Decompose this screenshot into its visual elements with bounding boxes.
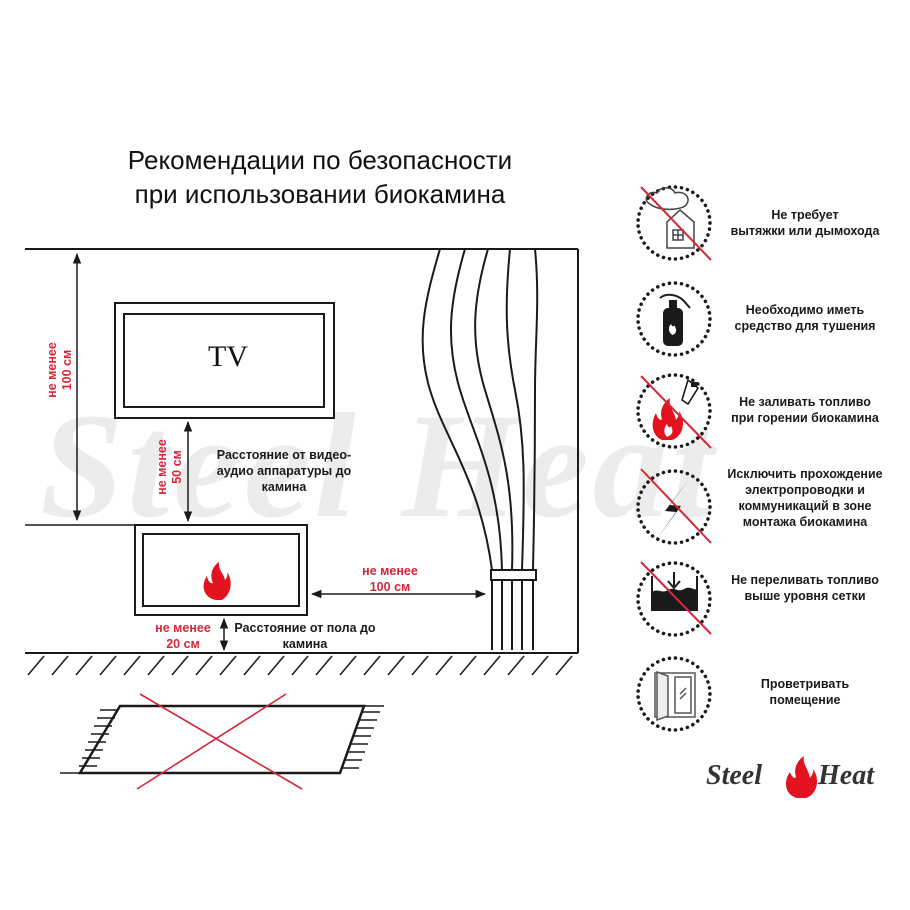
no-electric-wiring-icon (656, 478, 690, 540)
fire-extinguisher-icon (659, 293, 691, 346)
ceiling-distance-label: не менее 100 см (45, 342, 74, 398)
logo-flame-icon (785, 756, 818, 798)
title-line-2: при использовании биокамина (134, 179, 506, 209)
floor-distance-note: Расстояние от пола до камина (234, 621, 376, 651)
tv-label: TV (208, 340, 248, 373)
floor-distance-label: не менее 20 см (155, 621, 211, 651)
page-title: Рекомендации по безопасности при использ… (60, 143, 580, 211)
tv-distance-note: Расстояние от видео- аудио аппаратуры до… (216, 448, 352, 494)
tv-distance-label: не менее 50 см (155, 439, 184, 495)
tv-frame (114, 302, 335, 419)
tip-no-refuel: Не заливать топливо при горении биокамин… (731, 395, 879, 425)
flame-icon (203, 562, 231, 600)
curtain (421, 248, 539, 650)
tip-ventilate: Проветривать помещение (760, 677, 850, 707)
no-refuel-while-burning-icon (652, 378, 700, 440)
tip-no-overfill: Не переливать топливо выше уровня сетки (731, 573, 879, 603)
curtain-distance-label: не менее 100 см (362, 564, 418, 594)
tip-extinguisher: Необходимо иметь средство для тушения (734, 303, 876, 333)
fireplace (134, 524, 308, 616)
tip-no-wiring: Исключить прохождение электропроводки и … (727, 467, 883, 529)
brand-left: Steel (706, 760, 762, 791)
floor-hatching (27, 655, 573, 676)
no-chimney-icon (645, 187, 695, 249)
crossed-carpet-icon (60, 693, 384, 790)
open-window-icon (654, 670, 696, 722)
title-line-1: Рекомендации по безопасности (127, 145, 513, 175)
no-overfill-icon (651, 572, 698, 611)
brand-right: Heat (818, 760, 874, 791)
tip-no-chimney: Не требует вытяжки или дымохода (730, 208, 880, 238)
